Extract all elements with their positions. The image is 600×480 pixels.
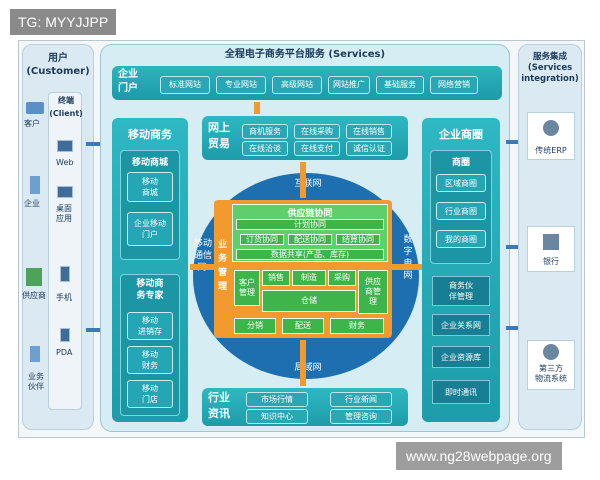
circle-sub-item-1[interactable]: 区域商圈 <box>436 174 486 192</box>
enterprise-icon <box>30 176 40 194</box>
user-label-customer: 客户 <box>24 119 40 128</box>
ring-bottom: 局域网 <box>294 363 322 373</box>
supply-share[interactable]: 数据共享(产品、库存) <box>236 249 384 260</box>
industry-item-1[interactable]: 市场行情 <box>246 392 308 407</box>
arrow-mobile-core <box>190 264 214 270</box>
biz-item-purchasing[interactable]: 采购 <box>328 270 356 286</box>
trade-item-3[interactable]: 在线销售 <box>346 124 392 139</box>
circle-sub-item-2[interactable]: 行业商圈 <box>436 202 486 220</box>
bank-icon <box>543 234 559 250</box>
trade-label: 网上 贸易 <box>208 121 230 150</box>
arrow-right-1 <box>506 140 524 144</box>
arrow-portal-trade <box>254 102 260 114</box>
supplier-icon <box>26 268 42 286</box>
portal-item-1[interactable]: 标准网站 <box>160 76 210 94</box>
biz-item-sales[interactable]: 销售 <box>262 270 290 286</box>
portal-item-5[interactable]: 基础服务 <box>376 76 424 94</box>
arrow-left-bottom <box>86 328 102 332</box>
supply-title: 供应链协同 <box>287 209 333 219</box>
trade-item-4[interactable]: 在线洽谈 <box>242 141 288 156</box>
mobile-expert-title: 移动商 务专家 <box>136 279 164 301</box>
circle-item-4[interactable]: 即时通讯 <box>432 380 490 404</box>
industry-item-4[interactable]: 管理咨询 <box>330 409 392 424</box>
ring-top: 互联网 <box>294 179 322 189</box>
industry-item-2[interactable]: 行业新闻 <box>330 392 392 407</box>
portal-item-3[interactable]: 高级网站 <box>272 76 322 94</box>
circle-sub-item-3[interactable]: 我的商圈 <box>436 230 486 248</box>
arrow-right-2 <box>506 245 524 249</box>
arrow-trade-core <box>300 162 306 198</box>
pda-icon <box>60 328 70 342</box>
customer-title: 用户 (Customer) <box>26 53 90 77</box>
supply-plan[interactable]: 计划协同 <box>236 219 384 230</box>
device-label-phone: 手机 <box>56 293 72 302</box>
biz-item-delivery[interactable]: 配送 <box>282 318 324 334</box>
biz-item-crm[interactable]: 客户 管理 <box>234 270 260 306</box>
device-label-web: Web <box>56 158 74 167</box>
biz-item-distribution[interactable]: 分销 <box>234 318 276 334</box>
supply-item-2[interactable]: 配送协同 <box>288 234 332 245</box>
mobile-mall-item-2[interactable]: 企业移动 门户 <box>127 212 173 246</box>
logistics-label: 第三方 物流系统 <box>535 364 567 383</box>
watermark: www.ng28webpage.org <box>396 442 562 470</box>
supply-item-1[interactable]: 订货协同 <box>240 234 284 245</box>
circle-item-2[interactable]: 企业关系网 <box>432 314 490 336</box>
user-label-partner: 业务 伙伴 <box>28 372 44 391</box>
erp-label: 传统ERP <box>535 146 567 155</box>
partner-icon <box>30 346 40 362</box>
logistics-icon <box>543 344 559 360</box>
terminal-title: 终端 (Client) <box>49 96 83 118</box>
biz-label: 业 务 管 理 <box>218 240 228 292</box>
portal-item-4[interactable]: 网站推广 <box>328 76 370 94</box>
arrow-core-industry <box>300 340 306 386</box>
top-tag: TG: MYYJJPP <box>10 9 117 35</box>
industry-item-3[interactable]: 知识中心 <box>246 409 308 424</box>
mobile-expert-item-2[interactable]: 移动 财务 <box>127 346 173 374</box>
trade-item-6[interactable]: 诚信认证 <box>346 141 392 156</box>
customer-icon <box>26 102 44 114</box>
mobile-expert-item-3[interactable]: 移动 门店 <box>127 380 173 408</box>
gear-icon <box>543 120 559 136</box>
mobile-mall-title: 移动商城 <box>131 158 168 168</box>
industry-label: 行业 资讯 <box>208 391 230 420</box>
mobile-expert-item-1[interactable]: 移动 进销存 <box>127 312 173 340</box>
arrow-core-circle <box>392 264 422 270</box>
ring-right: 数 字 电 网 <box>403 235 413 281</box>
circle-title: 企业商圈 <box>439 128 483 141</box>
supply-item-3[interactable]: 结算协同 <box>336 234 380 245</box>
platform-title: 全程电子商务平台服务 (Services) <box>224 49 386 60</box>
circle-sub-title: 商圈 <box>451 158 470 168</box>
mobile-title: 移动商务 <box>128 128 172 141</box>
trade-item-2[interactable]: 在线采购 <box>294 124 340 139</box>
biz-item-storage[interactable]: 仓储 <box>262 290 356 312</box>
phone-icon <box>60 266 70 282</box>
portal-label: 企业 门户 <box>118 69 138 94</box>
portal-item-6[interactable]: 网络营销 <box>430 76 478 94</box>
user-label-supplier: 供应商 <box>22 291 46 300</box>
trade-item-5[interactable]: 在线支付 <box>294 141 340 156</box>
desktop-icon <box>57 186 73 198</box>
circle-item-1[interactable]: 商务伙 伴管理 <box>432 276 490 306</box>
bank-label: 银行 <box>543 257 559 266</box>
mobile-mall-item-1[interactable]: 移动 商城 <box>127 172 173 202</box>
integration-title: 服务集成 (Services integration) <box>521 52 579 84</box>
arrow-right-3 <box>506 326 524 330</box>
biz-item-finance[interactable]: 财务 <box>330 318 384 334</box>
trade-item-1[interactable]: 商机服务 <box>242 124 288 139</box>
device-label-desktop: 桌面 应用 <box>56 204 72 223</box>
circle-item-3[interactable]: 企业资源库 <box>432 346 490 368</box>
biz-item-manufacturing[interactable]: 制造 <box>292 270 326 286</box>
web-icon <box>57 140 73 152</box>
device-label-pda: PDA <box>56 348 73 357</box>
biz-item-srm[interactable]: 供应 商管 理 <box>358 270 388 314</box>
portal-item-2[interactable]: 专业网站 <box>216 76 266 94</box>
arrow-left-top <box>86 142 102 146</box>
user-label-enterprise: 企业 <box>24 199 40 208</box>
